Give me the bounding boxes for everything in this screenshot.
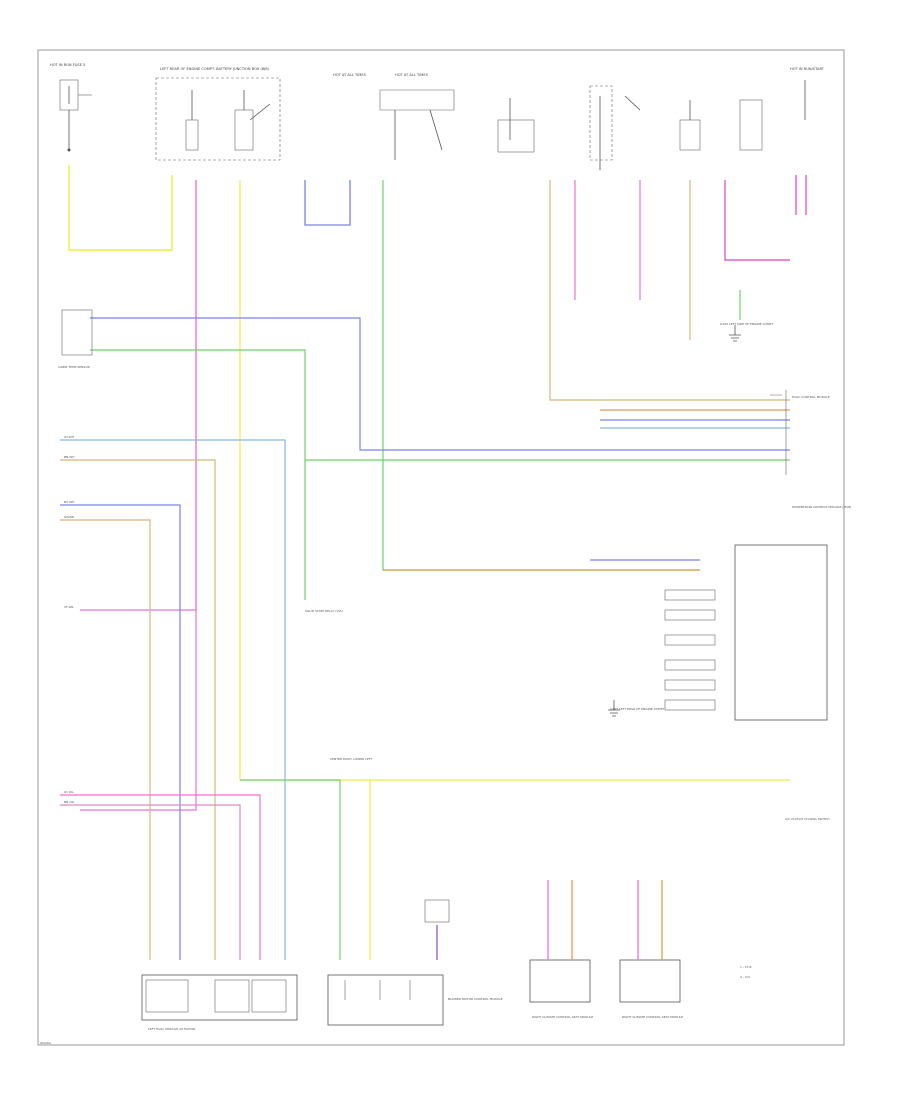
sensor-note: A/C CLUTCH CYCLING SWITCH (785, 817, 830, 821)
svg-text:HOT IN RUN FUSE 5: HOT IN RUN FUSE 5 (50, 63, 85, 67)
right-seat-module-b: RIGHT CLIMATE CONTROL SEAT MODULE (619, 880, 683, 1019)
actuator-note: CENTER DASH, LOWER LEFT (330, 757, 372, 761)
wire-pink-low-2 (60, 804, 241, 960)
left-hvac-actuator: LEFT HVAC MODULE ACTUATOR (141, 974, 298, 1031)
center-relays: HOT AT ALL TIMES HOT AT ALL TIMES (333, 73, 641, 170)
left-module-label: LEFT HVAC MODULE ACTUATOR (148, 1027, 195, 1031)
top-right-relay: HOT IN RUN/START (679, 67, 825, 151)
wire-blue-left (60, 504, 181, 960)
splice-note: SOLID STATE RELAY (VIA) (305, 609, 343, 613)
hvac-module: HVAC CONTROL MODULE POWERTRAIN CONTROL M… (770, 390, 851, 509)
blower-motor-module: BLOWER MOTOR CONTROL MODULE (327, 974, 503, 1026)
pcm-label: POWERTRAIN CONTROL MODULE (PCM) (792, 505, 851, 509)
wire-blue-loop (304, 180, 351, 226)
battery-junction-box: LEFT REAR OF ENGINE COMPT. BATTERY JUNCT… (155, 67, 281, 161)
center-module-label: BLOWER MOTOR CONTROL MODULE (448, 997, 503, 1001)
wire-green-mid (90, 349, 306, 600)
center-bottom-sensor (424, 899, 450, 960)
center-notes: SOLID STATE RELAY (VIA) G103 LEFT REAR O… (305, 322, 830, 821)
center-b-label: HOT AT ALL TIMES (395, 73, 429, 77)
ground-left-note: G200 LEFT SIDE OF ENGINE COMPT (720, 322, 773, 326)
left-label-6: BN-OG (64, 800, 75, 804)
hvac-label: HVAC CONTROL MODULE (792, 395, 830, 399)
junction-box-label: LEFT REAR OF ENGINE COMPT. BATTERY JUNCT… (160, 67, 270, 71)
wire-yellow-loop (68, 165, 173, 251)
diagram-frame (37, 49, 845, 1046)
wire-pink-1 (80, 180, 197, 811)
top-left-label: HOT IN RUN FUSE 5 (50, 63, 85, 67)
wire-pink-low (60, 794, 261, 960)
legend-a: 1 - 1T/4 (740, 965, 752, 969)
actuator-module (664, 544, 828, 721)
wire-magenta-right (724, 180, 790, 261)
left-label-3: GN-BN (64, 515, 74, 519)
center-a-label: HOT AT ALL TIMES (333, 73, 367, 77)
wire-tan-left-2 (60, 519, 151, 960)
left-label-2: BU-WH (64, 500, 74, 504)
legend-b: 2 - 2/4 (740, 975, 750, 979)
left-side-labels: GY-WH BN-WH BU-WH GN-BN VT-GN GY-OG BN-O… (64, 435, 75, 804)
right-seat-module-a: RIGHT CLIMATE CONTROL SEAT MODULE (529, 880, 593, 1019)
wire-lightblue (60, 439, 286, 960)
wire-pink-2 (80, 180, 197, 611)
wire-blue-mid (90, 317, 790, 451)
top-right-label: HOT IN RUN/START (790, 67, 825, 71)
left-label-0: GY-WH (64, 435, 74, 439)
right-b-label: RIGHT CLIMATE CONTROL SEAT MODULE (622, 1015, 683, 1019)
ground-symbols (608, 325, 741, 717)
footer-code: W0A8A (40, 1041, 52, 1045)
cabin-temp-sensor: CABIN TEMP SENSOR (58, 309, 93, 369)
left-label-4: VT-GN (64, 605, 73, 609)
ground-right-note: G103 LEFT REAR OF ENGINE COMPT (610, 707, 664, 711)
wire-green-low (240, 779, 341, 960)
wire-tan-right (549, 180, 790, 401)
wire-harness (60, 165, 807, 960)
wire-green-main (382, 180, 700, 571)
left-label-1: BN-WH (64, 455, 75, 459)
left-label-5: GY-OG (64, 790, 74, 794)
wire-tan-left (60, 459, 216, 960)
cabin-temp-label: CABIN TEMP SENSOR (58, 365, 90, 369)
top-left-relay: HOT IN RUN FUSE 5 (50, 63, 92, 152)
legend: 1 - 1T/4 2 - 2/4 (740, 965, 752, 979)
right-a-label: RIGHT CLIMATE CONTROL SEAT MODULE (532, 1015, 593, 1019)
